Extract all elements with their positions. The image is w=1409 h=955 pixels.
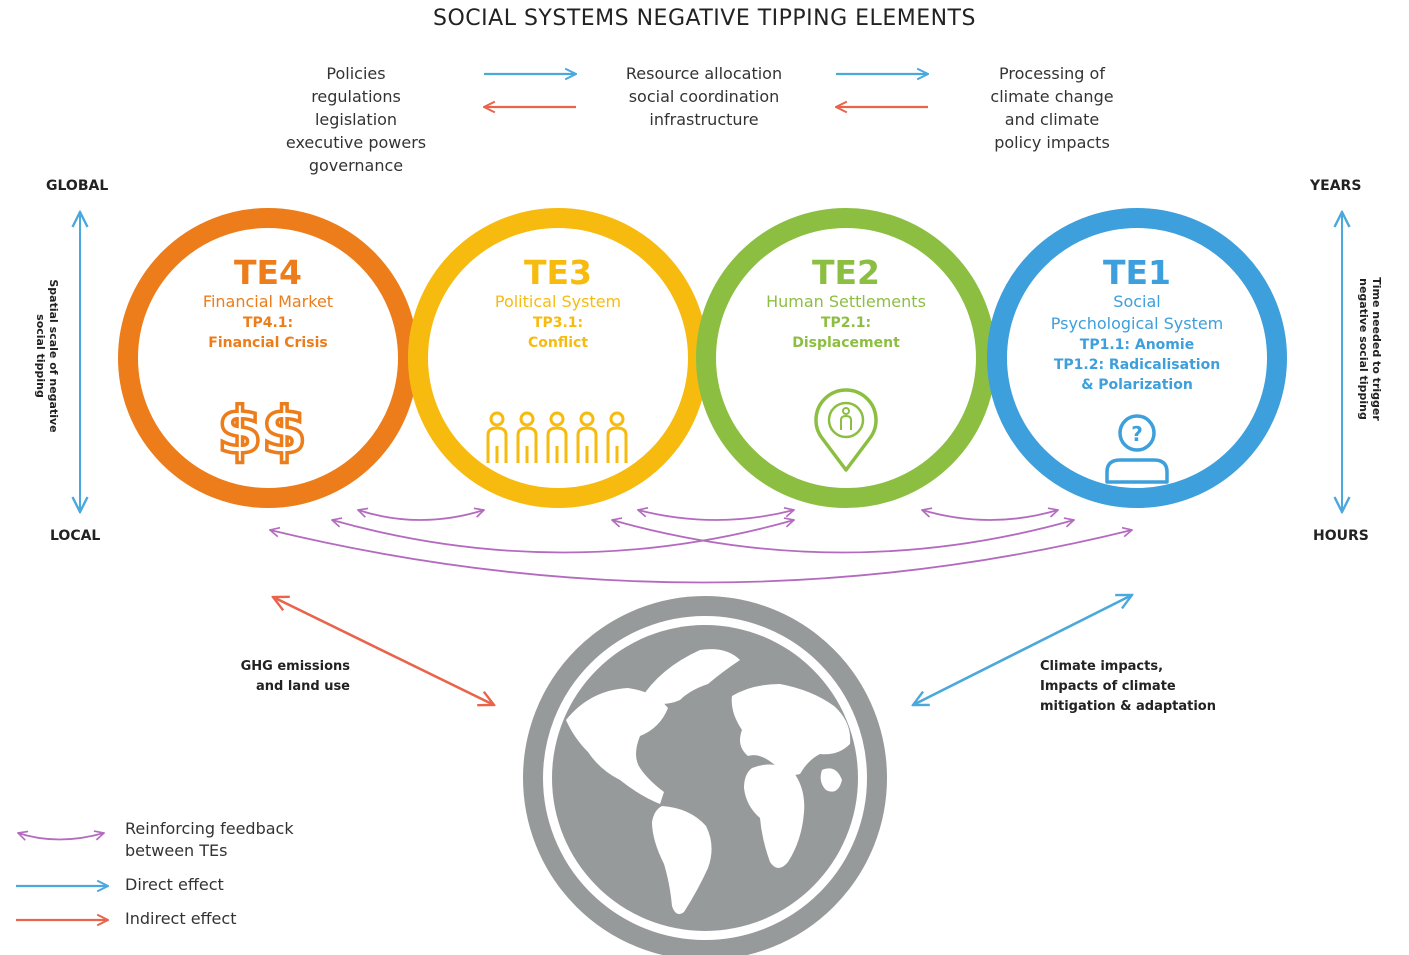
svg-text:$$: $$ (217, 395, 306, 469)
location-pin-icon (814, 388, 878, 472)
feedback-arrow-te3-te1 (612, 520, 1074, 554)
te3-id: TE3 (523, 253, 592, 292)
te4-tipping-point: Financial Crisis (208, 335, 328, 351)
dollar-icon: $$ $$ (215, 393, 308, 471)
te1-tipping-point: & Polarization (1081, 377, 1193, 393)
climate-impacts-arrow (913, 595, 1132, 705)
te3-tipping-point: Conflict (527, 335, 589, 351)
legend-reinforcing-icon (18, 833, 104, 840)
legend-indirect-label: Indirect effect (125, 909, 237, 928)
feedback-arrow-te3-te2 (638, 510, 794, 521)
flow-resources-line: social coordination (628, 87, 780, 106)
feedback-arrow-te2-te1 (922, 510, 1058, 521)
te3-tipping-point: TP3.1: (532, 315, 584, 331)
te2-ring (696, 208, 996, 508)
feedback-arrow-te4-te1 (270, 530, 1132, 584)
flow-policies-line: governance (308, 156, 404, 175)
flow-processing-line: policy impacts (994, 133, 1110, 152)
flow-policies-line: Policies (326, 64, 386, 83)
te4-tipping-point: TP4.1: (242, 315, 294, 331)
people-icon (486, 411, 628, 463)
te1-tipping-point: TP1.1: Anomie (1079, 337, 1195, 353)
te2-tipping-point: TP2.1: (820, 315, 872, 331)
flow-resources-line: infrastructure (649, 110, 759, 129)
legend-reinforcing-line: between TEs (125, 841, 228, 860)
climate-impacts-line: Impacts of climate (1040, 679, 1176, 694)
spatial-scale-label-line: Spatial scale of negative (47, 279, 60, 433)
flow-processing-line: climate change (990, 87, 1114, 106)
te1-id: TE1 (1102, 253, 1171, 292)
te4-name: Financial Market (202, 292, 334, 311)
te4-label: TE4 Financial Market TP4.1: Financial Cr… (168, 255, 368, 353)
flow-policies-line: legislation (314, 110, 398, 129)
flow-processing: Processing of climate change and climate… (962, 62, 1142, 154)
time-scale-label-line: Time needed to trigger (1370, 277, 1383, 421)
ghg-emissions-arrow (273, 597, 494, 705)
reinforcing-feedback-arrows (270, 510, 1132, 584)
legend-reinforcing-label: Reinforcing feedback between TEs (125, 818, 294, 862)
time-scale-top: YEARS (1310, 178, 1362, 194)
te2-label: TE2 Human Settlements TP2.1: Displacemen… (736, 255, 956, 353)
tipping-element-rings (118, 208, 1287, 508)
ghg-emissions-line: GHG emissions (240, 659, 350, 674)
spatial-scale-bottom: LOCAL (50, 528, 101, 544)
svg-text:$$: $$ (217, 395, 306, 469)
time-scale-label: Time needed to trigger negative social t… (1357, 259, 1383, 439)
time-scale-label-line: negative social tipping (1357, 278, 1370, 420)
flow-policies-line: regulations (311, 87, 401, 106)
te2-name: Human Settlements (766, 292, 926, 311)
climate-impacts-line: mitigation & adaptation (1040, 699, 1216, 714)
ghg-emissions-line: and land use (256, 679, 350, 694)
time-scale-bottom: HOURS (1313, 528, 1369, 544)
te4-id: TE4 (233, 253, 302, 292)
te2-tipping-point: Displacement (792, 335, 900, 351)
climate-impacts-label: Climate impacts, Impacts of climate miti… (1040, 657, 1216, 717)
feedback-arrow-te4-te2 (332, 520, 794, 554)
earth-globe-icon (523, 596, 887, 955)
flow-policies-line: executive powers (285, 133, 427, 152)
flow-processing-line: and climate (1004, 110, 1100, 129)
svg-text:?: ? (1131, 422, 1143, 446)
flow-resources: Resource allocation social coordination … (594, 62, 814, 131)
flow-resources-line: Resource allocation (625, 64, 783, 83)
diagram-title: SOCIAL SYSTEMS NEGATIVE TIPPING ELEMENTS (433, 6, 976, 31)
te3-label: TE3 Political System TP3.1: Conflict (458, 255, 658, 353)
legend-direct-label: Direct effect (125, 875, 224, 894)
te1-ring (987, 208, 1287, 508)
spatial-scale-label-line: social tipping (34, 314, 47, 398)
person-question-icon: ? (1105, 414, 1169, 484)
ghg-emissions-label: GHG emissions and land use (200, 657, 350, 697)
spatial-scale-label: Spatial scale of negative social tipping (34, 266, 60, 446)
te1-name: Psychological System (1050, 314, 1224, 333)
legend-reinforcing-line: Reinforcing feedback (125, 819, 294, 838)
flow-processing-line: Processing of (999, 64, 1105, 83)
te1-label: TE1 Social Psychological System TP1.1: A… (1027, 255, 1247, 395)
feedback-arrow-te4-te3 (358, 510, 484, 521)
te3-name: Political System (494, 292, 622, 311)
te1-tipping-point: TP1.2: Radicalisation (1053, 357, 1221, 373)
spatial-scale-top: GLOBAL (46, 178, 109, 194)
te1-name: Social (1113, 292, 1161, 311)
flow-policies: Policies regulations legislation executi… (266, 62, 446, 177)
te2-id: TE2 (811, 253, 880, 292)
climate-impacts-line: Climate impacts, (1040, 659, 1164, 674)
